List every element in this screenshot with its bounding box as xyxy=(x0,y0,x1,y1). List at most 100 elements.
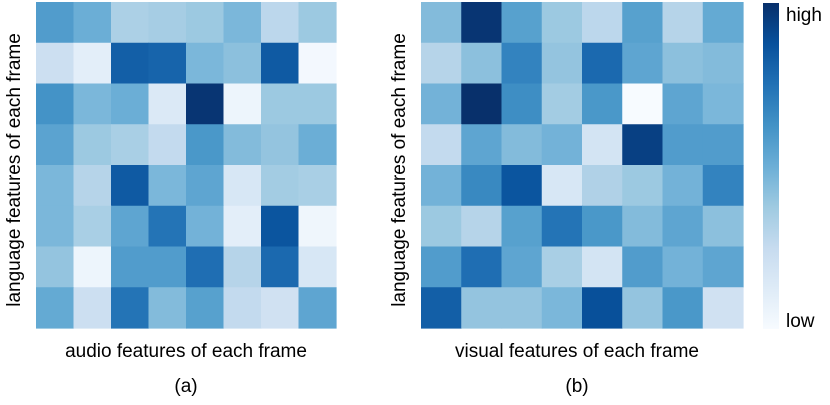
heatmap-panel-b: visual features of each frame language f… xyxy=(389,2,744,397)
heatmap-cell-a-r4-c6 xyxy=(261,165,300,207)
heatmap-cell-a-r7-c4 xyxy=(186,287,225,329)
heatmap-cell-a-r3-c1 xyxy=(73,124,112,166)
heatmap-cell-b-r4-c7 xyxy=(702,165,744,207)
heatmap-cell-a-r0-c5 xyxy=(223,2,262,44)
heatmap-cell-a-r3-c2 xyxy=(111,124,150,166)
heatmap-cell-a-r0-c0 xyxy=(36,2,75,44)
heatmap-cell-a-r2-c0 xyxy=(36,83,75,125)
heatmap-cell-a-r0-c7 xyxy=(298,2,337,44)
heatmap-cell-a-r3-c7 xyxy=(298,124,337,166)
heatmap-cell-b-r4-c4 xyxy=(582,165,623,207)
heatmap-cell-b-r7-c2 xyxy=(501,287,543,329)
y-axis-label-b: language features of each frame xyxy=(389,33,410,307)
heatmap-cell-b-r0-c7 xyxy=(702,2,744,44)
heatmap-cell-b-r2-c5 xyxy=(622,83,664,125)
x-axis-label-b: visual features of each frame xyxy=(455,341,699,362)
heatmap-cell-a-r2-c5 xyxy=(223,83,262,125)
heatmap-cell-a-r0-c3 xyxy=(148,2,187,44)
heatmap-cell-a-r7-c5 xyxy=(223,287,262,329)
heatmap-cell-b-r7-c0 xyxy=(421,287,462,329)
heatmap-cell-b-r5-c5 xyxy=(622,205,664,248)
heatmap-cell-b-r3-c7 xyxy=(702,124,744,166)
heatmap-cell-a-r1-c5 xyxy=(223,42,262,85)
heatmap-cell-a-r2-c1 xyxy=(73,83,112,125)
heatmap-cell-a-r2-c3 xyxy=(148,83,187,125)
heatmap-cell-a-r6-c3 xyxy=(148,246,187,288)
heatmap-cell-a-r6-c5 xyxy=(223,246,262,288)
heatmap-cell-a-r0-c1 xyxy=(73,2,112,44)
heatmap-cell-a-r3-c6 xyxy=(261,124,300,166)
heatmap-cell-a-r6-c0 xyxy=(36,246,75,288)
heatmap-cell-a-r0-c2 xyxy=(111,2,150,44)
x-axis-label-a: audio features of each frame xyxy=(65,341,307,362)
heatmap-cell-b-r1-c7 xyxy=(702,42,744,85)
heatmap-cell-b-r3-c2 xyxy=(501,124,543,166)
heatmap-cell-a-r4-c1 xyxy=(73,165,112,207)
heatmap-cell-b-r0-c2 xyxy=(501,2,543,44)
heatmap-cell-a-r2-c7 xyxy=(298,83,337,125)
heatmap-cell-a-r1-c1 xyxy=(73,42,112,85)
heatmap-cell-a-r5-c0 xyxy=(36,205,75,248)
heatmap-cell-a-r3-c4 xyxy=(186,124,225,166)
heatmap-cell-b-r1-c5 xyxy=(622,42,664,85)
heatmap-cell-a-r7-c1 xyxy=(73,287,112,329)
heatmap-cell-b-r7-c7 xyxy=(702,287,744,329)
heatmap-cell-a-r5-c2 xyxy=(111,205,150,248)
heatmap-cell-a-r1-c7 xyxy=(298,42,337,85)
heatmap-cell-a-r6-c4 xyxy=(186,246,225,288)
heatmap-panel-a: audio features of each frame language fe… xyxy=(4,2,337,397)
heatmap-cell-b-r2-c3 xyxy=(541,83,583,125)
heatmap-cell-b-r4-c3 xyxy=(541,165,583,207)
heatmap-cell-a-r1-c6 xyxy=(261,42,300,85)
heatmap-cell-b-r2-c6 xyxy=(662,83,704,125)
heatmap-cell-b-r3-c0 xyxy=(421,124,462,166)
heatmap-cell-b-r3-c3 xyxy=(541,124,583,166)
heatmap-cell-a-r1-c0 xyxy=(36,42,75,85)
heatmap-cell-a-r1-c4 xyxy=(186,42,225,85)
heatmap-cell-b-r4-c1 xyxy=(461,165,503,207)
heatmap-cell-a-r6-c1 xyxy=(73,246,112,288)
heatmap-cell-a-r5-c5 xyxy=(223,205,262,248)
heatmap-cell-b-r2-c4 xyxy=(582,83,623,125)
heatmap-cell-b-r7-c6 xyxy=(662,287,704,329)
heatmap-cell-a-r2-c4 xyxy=(186,83,225,125)
heatmap-cell-b-r5-c6 xyxy=(662,205,704,248)
heatmap-cells-b xyxy=(421,2,744,329)
heatmap-cell-b-r1-c1 xyxy=(461,42,503,85)
heatmap-cell-a-r1-c3 xyxy=(148,42,187,85)
heatmap-cell-a-r7-c0 xyxy=(36,287,75,329)
heatmap-cell-a-r4-c4 xyxy=(186,165,225,207)
heatmap-cell-b-r4-c2 xyxy=(501,165,543,207)
colorbar-high-label: high xyxy=(786,5,822,26)
heatmap-cell-a-r4-c5 xyxy=(223,165,262,207)
heatmap-cell-a-r4-c7 xyxy=(298,165,337,207)
heatmap-cell-b-r0-c6 xyxy=(662,2,704,44)
heatmap-cell-a-r4-c2 xyxy=(111,165,150,207)
heatmap-cell-b-r1-c3 xyxy=(541,42,583,85)
heatmap-cell-a-r7-c7 xyxy=(298,287,337,329)
heatmap-cell-b-r5-c3 xyxy=(541,205,583,248)
heatmap-cell-b-r2-c7 xyxy=(702,83,744,125)
heatmap-cell-a-r0-c4 xyxy=(186,2,225,44)
heatmap-cell-b-r7-c1 xyxy=(461,287,503,329)
heatmap-cell-a-r4-c3 xyxy=(148,165,187,207)
heatmap-cell-a-r5-c4 xyxy=(186,205,225,248)
heatmap-cells-a xyxy=(36,2,337,329)
heatmap-cell-a-r5-c6 xyxy=(261,205,300,248)
heatmap-cell-a-r6-c7 xyxy=(298,246,337,288)
heatmap-cell-b-r5-c7 xyxy=(702,205,744,248)
heatmap-cell-b-r0-c0 xyxy=(421,2,462,44)
heatmap-cell-b-r0-c3 xyxy=(541,2,583,44)
panel-label-a: (a) xyxy=(174,376,197,397)
heatmap-cell-a-r6-c2 xyxy=(111,246,150,288)
heatmap-cell-b-r1-c2 xyxy=(501,42,543,85)
heatmap-cell-b-r4-c5 xyxy=(622,165,664,207)
heatmap-cell-b-r1-c6 xyxy=(662,42,704,85)
heatmap-cell-b-r2-c1 xyxy=(461,83,503,125)
heatmap-cell-a-r3-c3 xyxy=(148,124,187,166)
heatmap-cell-a-r0-c6 xyxy=(261,2,300,44)
heatmap-cell-a-r5-c7 xyxy=(298,205,337,248)
heatmap-cell-b-r1-c4 xyxy=(582,42,623,85)
heatmap-cell-a-r4-c0 xyxy=(36,165,75,207)
